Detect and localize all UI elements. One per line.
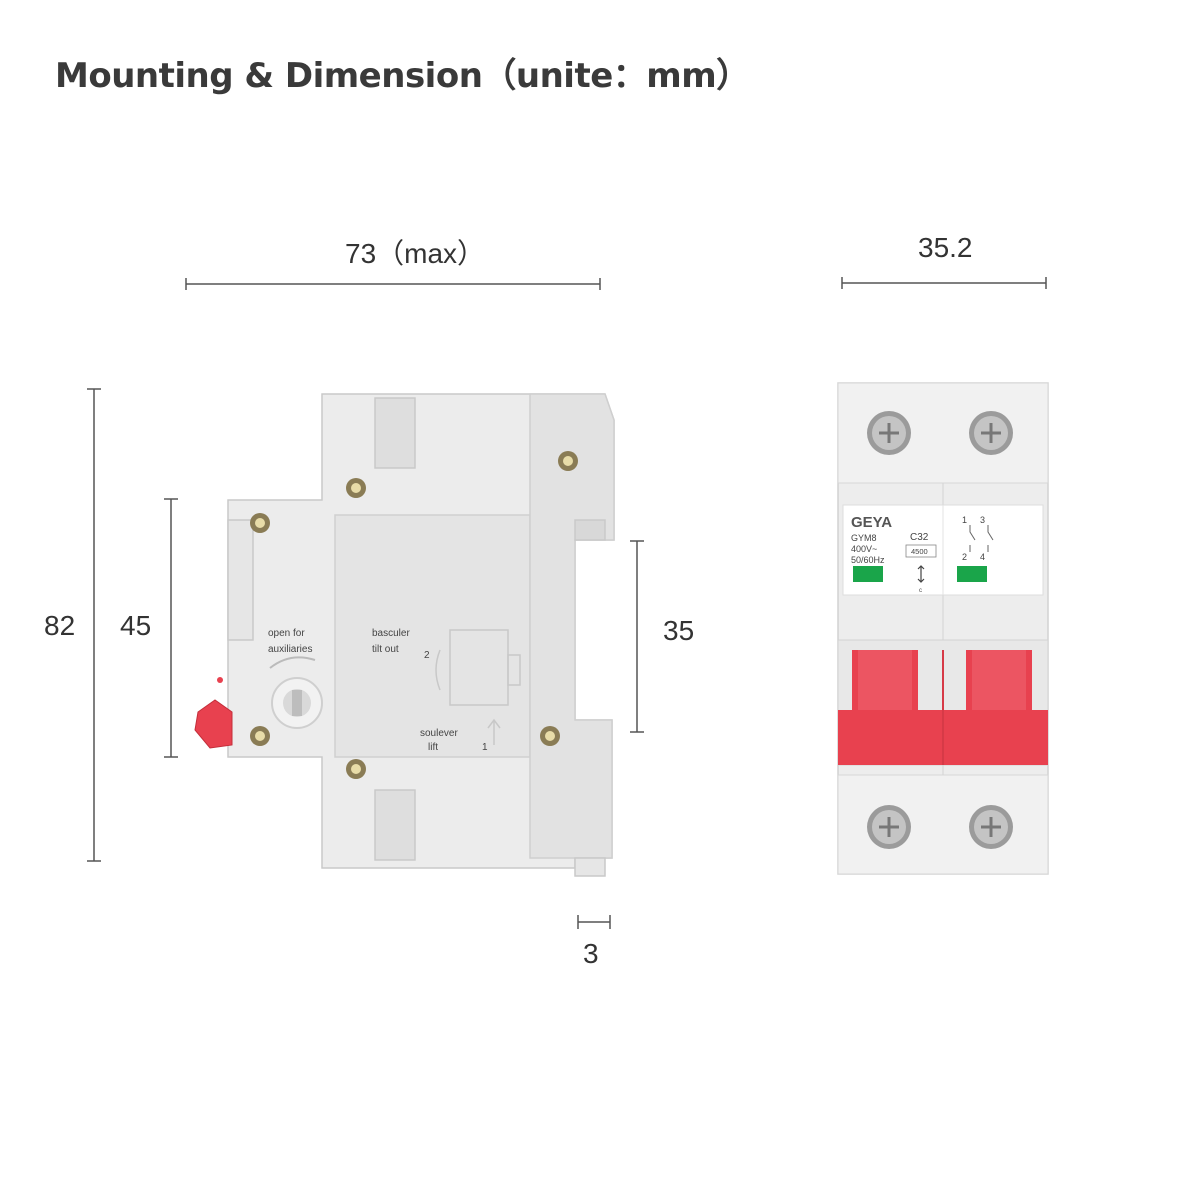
- screw-icon: [969, 805, 1013, 849]
- rivet-icon: [540, 726, 560, 746]
- label-step-1: 1: [482, 742, 488, 753]
- indicator-right: [957, 566, 987, 582]
- indicator-left: [853, 566, 883, 582]
- rivet-icon: [558, 451, 578, 471]
- label-auxiliaries: auxiliaries: [268, 644, 312, 655]
- breaking-box: [905, 544, 937, 558]
- label-basculer: basculer: [372, 628, 410, 639]
- side-red-handle: [194, 677, 233, 749]
- front-view: [837, 382, 1049, 875]
- red-toggle-handle[interactable]: [966, 650, 1032, 710]
- screw-icon: [867, 805, 911, 849]
- rivet-icon: [250, 513, 270, 533]
- screw-icon: [969, 411, 1013, 455]
- label-terminal-4: 4: [980, 552, 985, 562]
- tilt-diagram-icon: [435, 629, 521, 745]
- side-rotary-screw-icon: [271, 677, 323, 729]
- rivet-icon: [346, 478, 366, 498]
- label-step-2: 2: [424, 650, 430, 661]
- side-bottom-slot: [374, 789, 416, 861]
- dim-line-height-total: [87, 388, 101, 862]
- dim-label-height-total: 82: [44, 610, 76, 641]
- rivet-icon: [250, 726, 270, 746]
- rivet-icon: [346, 759, 366, 779]
- label-soulever: soulever: [420, 728, 458, 739]
- front-screws: [867, 411, 1013, 849]
- label-tilt-out: tilt out: [372, 644, 399, 655]
- dim-label-front-width: 35.2: [918, 232, 973, 263]
- circuit-symbol-icon: [969, 525, 994, 552]
- dim-line-front-width: [841, 277, 1047, 289]
- dim-label-height-rail: 35: [663, 615, 695, 646]
- dim-line-height-rail: [630, 540, 644, 733]
- label-frequency: 50/60Hz: [851, 555, 885, 565]
- label-terminal-2: 2: [962, 552, 967, 562]
- side-left-tab: [227, 519, 254, 641]
- red-toggle-handle[interactable]: [852, 650, 918, 710]
- label-terminal-3: 3: [980, 515, 985, 525]
- page-title: Mounting & Dimension（unite：mm）: [55, 56, 750, 96]
- side-top-slot: [374, 397, 416, 469]
- label-lift: lift: [428, 742, 438, 753]
- label-breaking: 4500: [911, 547, 928, 556]
- rotate-arrow-icon: [269, 656, 316, 669]
- screw-icon: [867, 411, 911, 455]
- dim-label-side-width: 73（max）: [345, 238, 486, 269]
- dim-line-height-body: [164, 498, 178, 758]
- side-rail-clip: [574, 857, 606, 877]
- label-terminal-1: 1: [962, 515, 967, 525]
- label-rating: C32: [910, 532, 929, 543]
- brand-logo: GEYA: [851, 514, 892, 531]
- side-view: [227, 393, 615, 877]
- label-model: GYM8: [851, 533, 877, 543]
- dim-line-side-width: [185, 278, 601, 290]
- dim-line-rail-depth: [577, 915, 611, 929]
- side-rivets: [250, 451, 578, 779]
- side-rail-hook: [574, 519, 606, 541]
- dim-label-rail-depth: 3: [583, 938, 599, 969]
- up-down-arrow-icon: [917, 565, 925, 583]
- side-center-panel: [334, 514, 531, 758]
- dimension-lines: [87, 277, 1047, 929]
- label-voltage: 400V~: [851, 544, 877, 554]
- dim-label-height-body: 45: [120, 610, 152, 641]
- label-open-for: open for: [268, 628, 305, 639]
- label-curve: c: [919, 588, 922, 594]
